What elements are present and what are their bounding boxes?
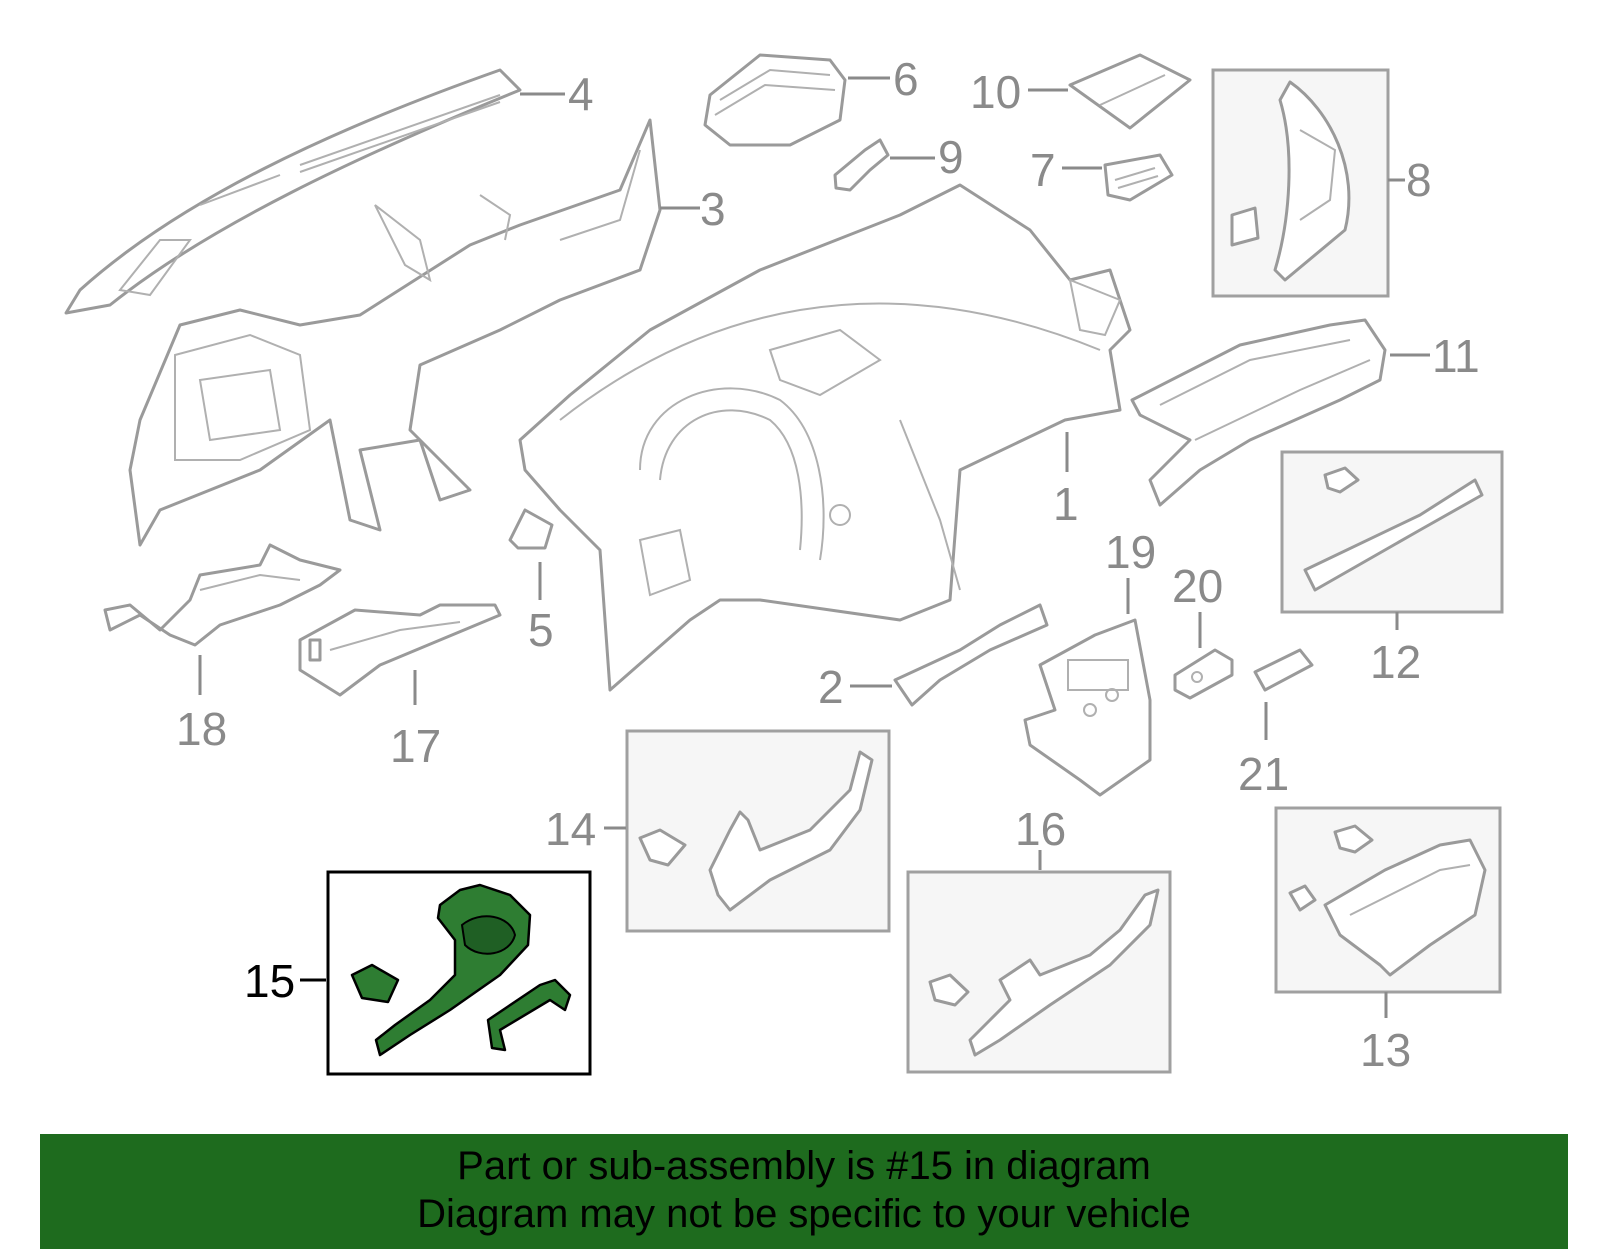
callout-17[interactable]: 17 — [390, 720, 441, 772]
part-3-cross-car-beam[interactable] — [128, 118, 662, 547]
part-10-speaker-grille[interactable] — [1068, 53, 1192, 130]
part-6-airbag[interactable] — [703, 53, 847, 147]
callout-21[interactable]: 21 — [1238, 748, 1289, 800]
part-9-bracket[interactable] — [833, 138, 890, 192]
part-8-end-panel[interactable] — [1230, 80, 1351, 282]
part-1-instrument-panel[interactable] — [518, 183, 1132, 692]
part-12-trim-panel[interactable] — [1303, 466, 1484, 592]
callout-13[interactable]: 13 — [1360, 1024, 1411, 1076]
callout-20[interactable]: 20 — [1172, 560, 1223, 612]
part-17-knee-bolster-bracket[interactable] — [298, 603, 502, 697]
part-15-steering-column-cover[interactable] — [350, 883, 572, 1057]
callout-12[interactable]: 12 — [1370, 636, 1421, 688]
part-20-switch[interactable] — [1173, 648, 1234, 700]
callout-2[interactable]: 2 — [818, 661, 844, 713]
callout-10[interactable]: 10 — [970, 66, 1021, 118]
callout-19[interactable]: 19 — [1105, 526, 1156, 578]
callout-8[interactable]: 8 — [1406, 154, 1432, 206]
callout-11[interactable]: 11 — [1432, 330, 1480, 382]
part-19-center-bezel[interactable] — [1023, 618, 1152, 797]
callout-4[interactable]: 4 — [568, 68, 594, 120]
callout-18[interactable]: 18 — [176, 703, 227, 755]
callout-1[interactable]: 1 — [1053, 478, 1079, 530]
callout-6[interactable]: 6 — [893, 53, 919, 105]
part-14-trim-panel[interactable] — [638, 750, 874, 912]
callout-16[interactable]: 16 — [1015, 803, 1066, 855]
callout-7[interactable]: 7 — [1030, 144, 1056, 196]
info-banner: Part or sub-assembly is #15 in diagram D… — [40, 1134, 1568, 1249]
callout-15[interactable]: 15 — [244, 955, 295, 1007]
part-14-box — [625, 729, 891, 933]
part-16-knee-panel[interactable] — [928, 888, 1160, 1057]
callout-14[interactable]: 14 — [545, 803, 596, 855]
banner-line-1: Part or sub-assembly is #15 in diagram — [457, 1144, 1151, 1188]
callout-9[interactable]: 9 — [938, 131, 964, 183]
banner-line-2: Diagram may not be specific to your vehi… — [417, 1192, 1191, 1236]
part-4-defroster-panel[interactable] — [64, 68, 522, 315]
part-2-support-bracket[interactable] — [893, 603, 1049, 707]
part-13-cluster-bezel[interactable] — [1288, 824, 1487, 977]
callout-3[interactable]: 3 — [700, 183, 726, 235]
part-5-end-cap[interactable] — [508, 508, 554, 550]
callout-5[interactable]: 5 — [528, 604, 554, 656]
part-21-cover[interactable] — [1253, 648, 1314, 692]
part-7-air-vent[interactable] — [1103, 153, 1174, 202]
part-11-glove-box[interactable] — [1130, 318, 1387, 507]
part-18-bracket[interactable] — [103, 543, 342, 647]
